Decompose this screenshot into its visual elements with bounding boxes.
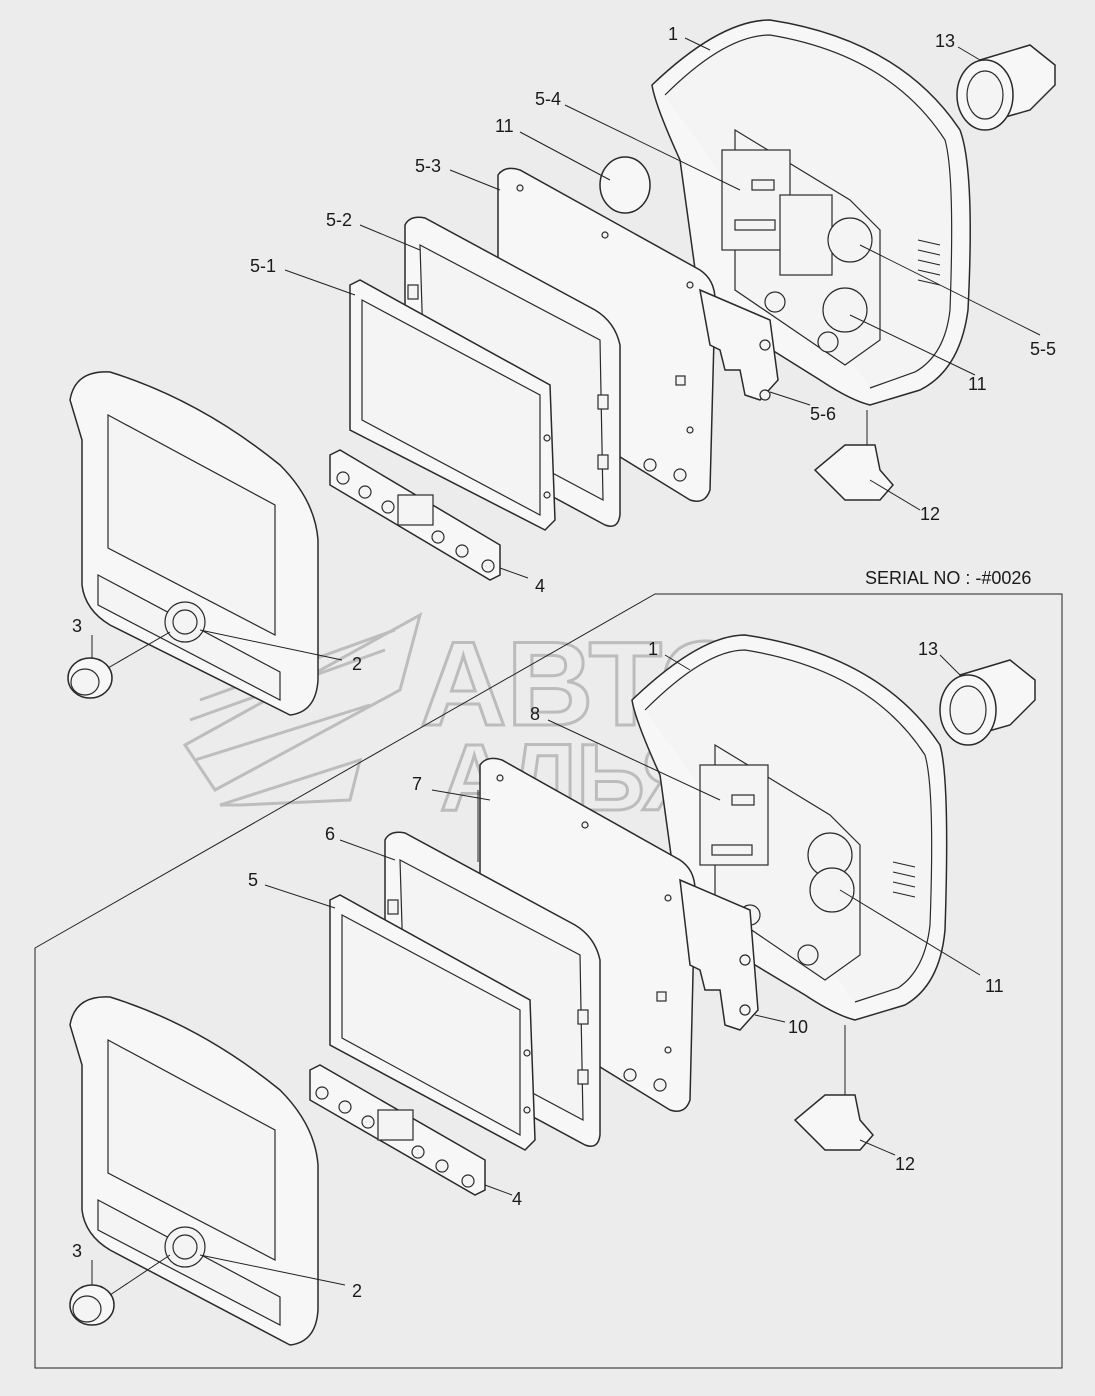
plug-part-13	[956, 44, 1056, 131]
label-5-1: 5-1	[250, 256, 276, 276]
label-5-5: 5-5	[1030, 339, 1056, 359]
label-3-upper: 3	[72, 616, 82, 636]
lower-group-frame	[34, 593, 1063, 1369]
label-1-lower: 1	[648, 639, 658, 659]
label-11-upper-b: 11	[968, 374, 987, 394]
knob-part-3-lower	[69, 1284, 115, 1326]
label-6: 6	[325, 824, 335, 844]
label-1-upper: 1	[668, 24, 678, 44]
label-12-lower: 12	[895, 1154, 915, 1174]
label-5-4: 5-4	[535, 89, 561, 109]
button-board-4	[329, 449, 501, 581]
serial-number-label: SERIAL NO : -#0026	[865, 568, 1031, 588]
plug-part-13-lower	[939, 659, 1036, 746]
label-8: 8	[530, 704, 540, 724]
front-bezel-part-2	[69, 371, 319, 716]
label-5-3: 5-3	[415, 156, 441, 176]
label-2-lower: 2	[352, 1281, 362, 1301]
label-7: 7	[412, 774, 422, 794]
label-4-upper: 4	[535, 576, 545, 596]
button-board-4-lower	[309, 1064, 486, 1196]
upper-assembly: 1 13 5-4 11 5-3 5-2 5-1 5-5 11 5-6 12 4 …	[67, 19, 1056, 716]
lcd-panel-5-1	[349, 279, 556, 531]
label-13-lower: 13	[918, 639, 938, 659]
label-10: 10	[788, 1017, 808, 1037]
label-5-2: 5-2	[326, 210, 352, 230]
label-2-upper: 2	[352, 654, 362, 674]
front-bezel-part-2-lower	[69, 996, 319, 1346]
cap-part-11a	[599, 156, 651, 214]
knob-part-3	[67, 657, 113, 699]
lower-assembly: 1 13 8 7 6 5 11 10 12 4 3 2	[69, 634, 1036, 1346]
connector-part-12-lower	[793, 1094, 874, 1151]
label-11-lower: 11	[985, 976, 1004, 996]
label-3-lower: 3	[72, 1241, 82, 1261]
connector-part-12	[813, 444, 894, 501]
label-4-lower: 4	[512, 1189, 522, 1209]
label-5: 5	[248, 870, 258, 890]
lcd-panel-5	[329, 894, 536, 1151]
label-11-upper-a: 11	[495, 116, 514, 136]
label-12-upper: 12	[920, 504, 940, 524]
label-13-upper: 13	[935, 31, 955, 51]
label-5-6: 5-6	[810, 404, 836, 424]
